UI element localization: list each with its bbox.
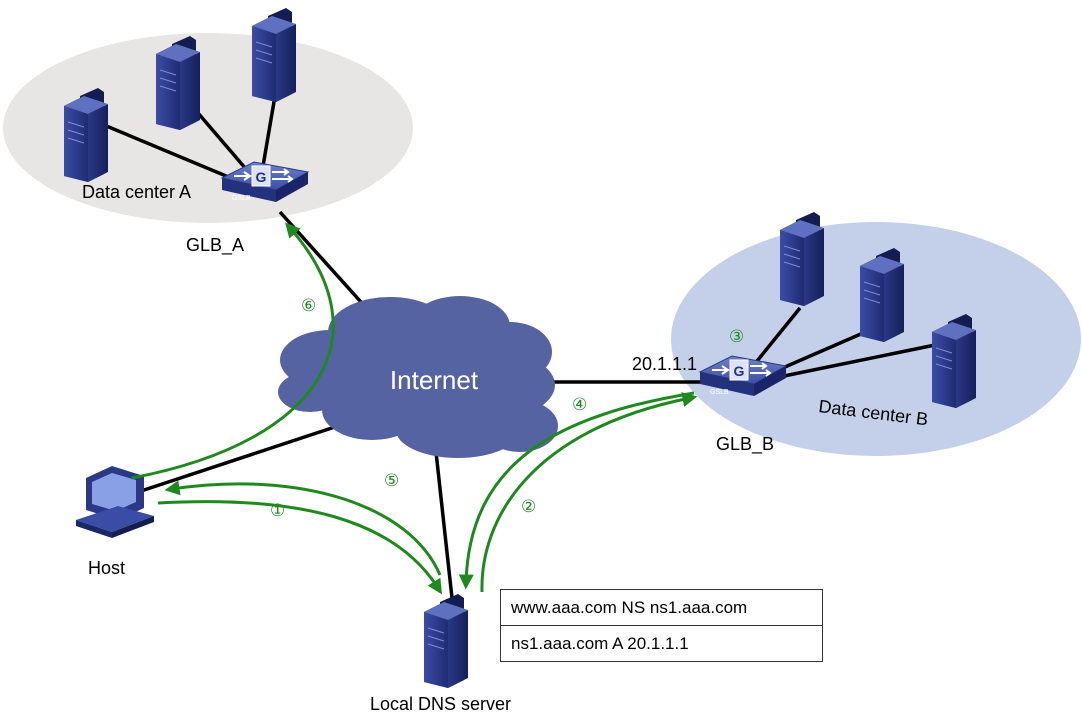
svg-text:GSLB: GSLB: [232, 195, 251, 202]
svg-text:G: G: [734, 363, 745, 379]
local-dns-label: Local DNS server: [370, 694, 511, 714]
dns-record-table: www.aaa.com NS ns1.aaa.com ns1.aaa.com A…: [500, 589, 823, 662]
dns-record-row: ns1.aaa.com A 20.1.1.1: [501, 625, 822, 661]
step-3-marker: ③: [729, 327, 744, 346]
step-5-marker: ⑤: [384, 471, 399, 490]
computer-icon: [76, 466, 154, 538]
arrow-step-4: [458, 391, 695, 590]
svg-text:G: G: [256, 169, 267, 185]
step-2-marker: ②: [521, 497, 536, 516]
arrow-step-5: [164, 480, 442, 576]
cloud-icon: [278, 296, 558, 458]
server-icon: [779, 211, 825, 307]
step-4-marker: ④: [572, 395, 587, 414]
data-center-a-zone: [3, 33, 413, 223]
arrow-step-6: [131, 222, 335, 480]
step-1-marker: ①: [270, 501, 285, 520]
gslb-switch-icon: G GSLB: [221, 161, 309, 203]
arrow-step-2: [480, 392, 698, 593]
internet-label: Internet: [390, 365, 479, 395]
flow-arrows: [131, 222, 698, 595]
gslb-switch-icon: G GSLB: [699, 355, 787, 397]
data-center-a-label: Data center A: [82, 182, 191, 202]
glb-b-label: GLB_B: [716, 434, 774, 455]
server-icon: [251, 7, 297, 103]
step-6-marker: ⑥: [301, 296, 316, 315]
host-label: Host: [88, 558, 125, 578]
glb-b-ip-label: 20.1.1.1: [632, 354, 697, 374]
local-dns-server-icon: [423, 593, 469, 689]
glb-a-label: GLB_A: [186, 235, 244, 256]
dns-record-row: www.aaa.com NS ns1.aaa.com: [511, 598, 748, 617]
svg-text:GSLB: GSLB: [710, 389, 729, 396]
arrow-step-1: [157, 500, 443, 595]
